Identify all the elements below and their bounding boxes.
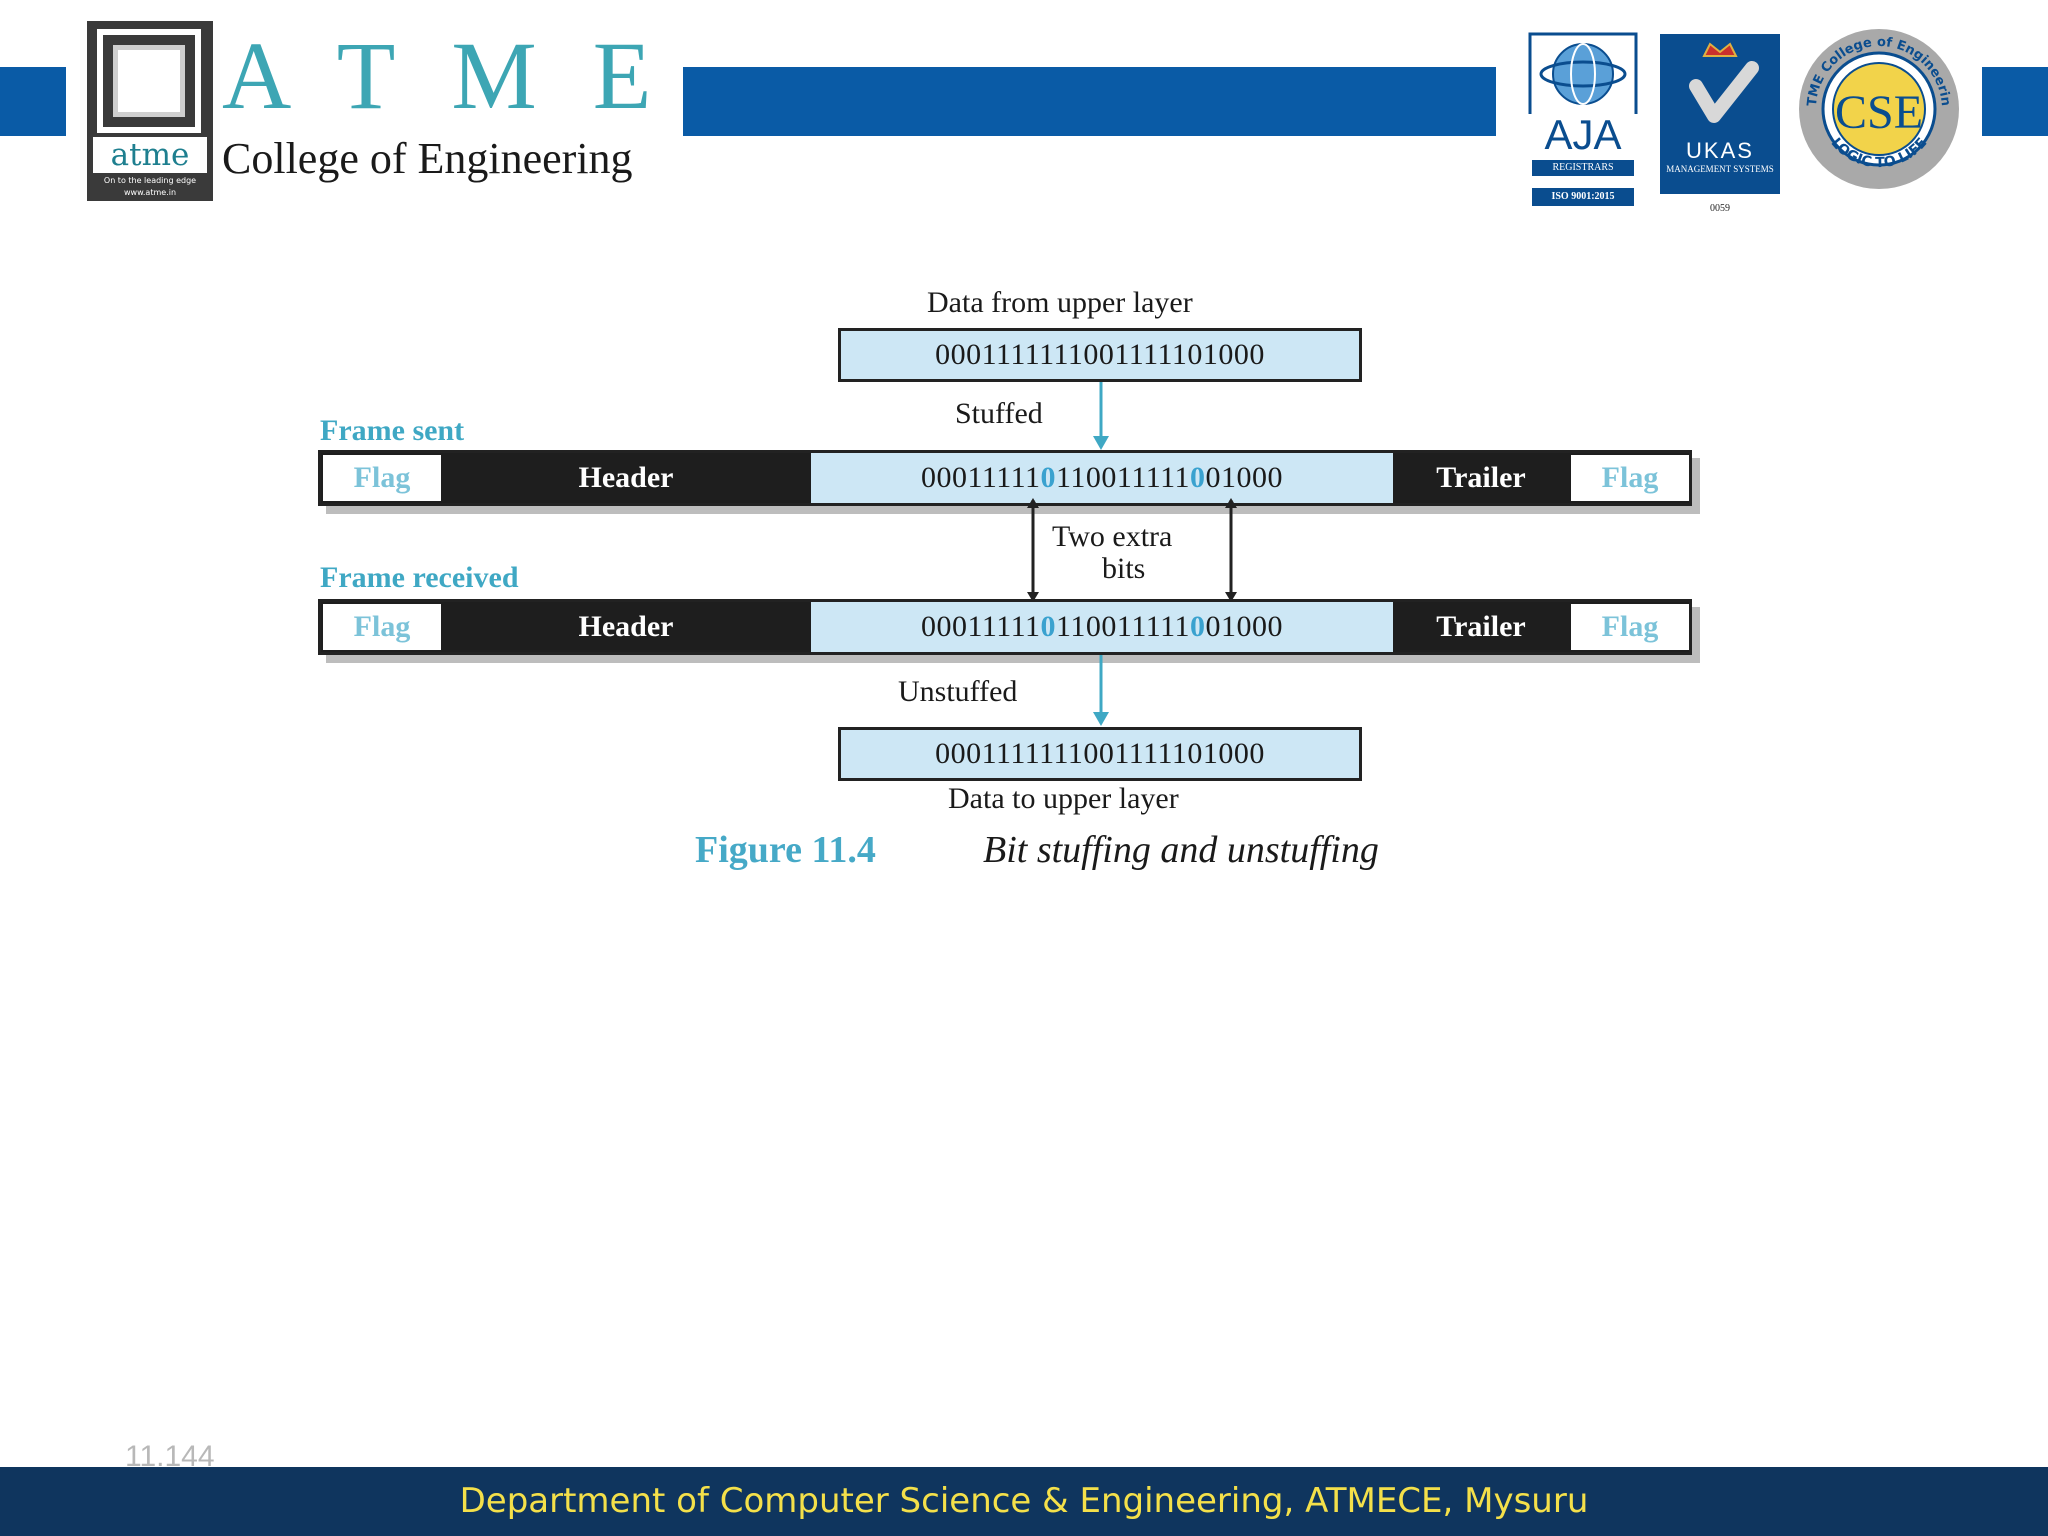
unstuffed-label: Unstuffed: [898, 675, 1018, 708]
sent-payload-part1: 00011111: [921, 461, 1041, 494]
logo-url: www.atme.in: [123, 188, 177, 197]
sent-payload-part2: 110011111: [1056, 461, 1190, 494]
frame-sent-flag-left: Flag: [323, 455, 441, 501]
frame-sent-trailer: Trailer: [1436, 461, 1526, 494]
frame-received-payload: 000111110110011111001000: [811, 602, 1393, 652]
cse-letters: CSE: [1835, 86, 1923, 139]
frame-received-flag-left: Flag: [323, 604, 441, 650]
received-payload-part1: 00011111: [921, 610, 1041, 643]
stuff-arrow-icon: [1093, 382, 1109, 450]
received-stuffed-bit-2: 0: [1189, 610, 1206, 643]
frame-sent: Flag Header 000111110110011111001000 Tra…: [318, 450, 1692, 506]
frame-received-flag-right: Flag: [1571, 604, 1689, 650]
bottom-data-box: 0001111111001111101000: [838, 727, 1362, 781]
college-name: College of Engineering: [222, 134, 633, 183]
header-band-left: [0, 67, 66, 136]
globe-icon: [1528, 32, 1638, 114]
frame-sent-payload: 000111110110011111001000: [811, 453, 1393, 503]
sent-stuffed-bit-2: 0: [1189, 461, 1206, 494]
stuffed-label: Stuffed: [955, 397, 1043, 430]
footer-bar: Department of Computer Science & Enginee…: [0, 1467, 2048, 1536]
figure-title: Bit stuffing and unstuffing: [983, 829, 1379, 871]
two-extra-bits-line2: bits: [1102, 552, 1146, 585]
received-stuffed-bit-1: 0: [1040, 610, 1057, 643]
cse-seal-icon: ATME College of Engineering LOGIC TO LIF…: [1796, 26, 1959, 189]
data-to-upper-layer-label: Data to upper layer: [948, 782, 1179, 815]
ukas-badge: UKAS MANAGEMENT SYSTEMS: [1660, 34, 1780, 194]
frame-sent-flag-right: Flag: [1571, 455, 1689, 501]
sent-stuffed-bit-1: 0: [1040, 461, 1057, 494]
figure-title-wrap: Bit stuffing and unstuffing: [983, 828, 1379, 872]
top-data-box: 0001111111001111101000: [838, 328, 1362, 382]
aja-registrars-badge: AJA REGISTRARS ISO 9001:2015: [1528, 32, 1638, 208]
header-band-middle: [683, 67, 1496, 136]
figure-number: Figure 11.4: [695, 829, 876, 871]
ukas-name: UKAS: [1686, 138, 1754, 163]
frame-received-trailer: Trailer: [1436, 610, 1526, 643]
frame-received-label: Frame received: [320, 561, 519, 594]
crown-check-icon: [1689, 42, 1759, 123]
ukas-number: 0059: [1710, 203, 1730, 214]
frame-received-header: Header: [578, 610, 674, 643]
logo-tagline: On to the leading edge: [103, 176, 197, 185]
aja-iso-label: ISO 9001:2015: [1532, 188, 1634, 206]
extra-bit-connector-2: [1225, 498, 1237, 602]
extra-bit-connector-1: [1027, 498, 1039, 602]
figure-caption: Figure 11.4: [695, 828, 876, 872]
college-acronym: ATME: [222, 22, 708, 129]
data-from-upper-layer-label: Data from upper layer: [927, 286, 1193, 319]
sent-payload-part3: 01000: [1205, 461, 1283, 494]
header-band-right: [1982, 67, 2048, 136]
unstuff-arrow-icon: [1093, 655, 1109, 726]
received-payload-part3: 01000: [1205, 610, 1283, 643]
two-extra-bits-line1: Two extra: [1052, 520, 1173, 553]
logo-frame-icon: [97, 29, 201, 133]
footer-department: Department of Computer Science & Enginee…: [459, 1481, 1589, 1521]
ukas-sub-label: MANAGEMENT SYSTEMS: [1666, 164, 1774, 174]
frame-sent-header: Header: [578, 461, 674, 494]
aja-registrars-label: REGISTRARS: [1532, 160, 1634, 176]
atme-logo: atme On to the leading edge www.atme.in: [87, 21, 213, 201]
frame-sent-label: Frame sent: [320, 414, 465, 447]
logo-word: atme: [93, 137, 207, 173]
aja-name: AJA: [1544, 111, 1622, 158]
received-payload-part2: 110011111: [1056, 610, 1190, 643]
frame-received: Flag Header 000111110110011111001000 Tra…: [318, 599, 1692, 655]
